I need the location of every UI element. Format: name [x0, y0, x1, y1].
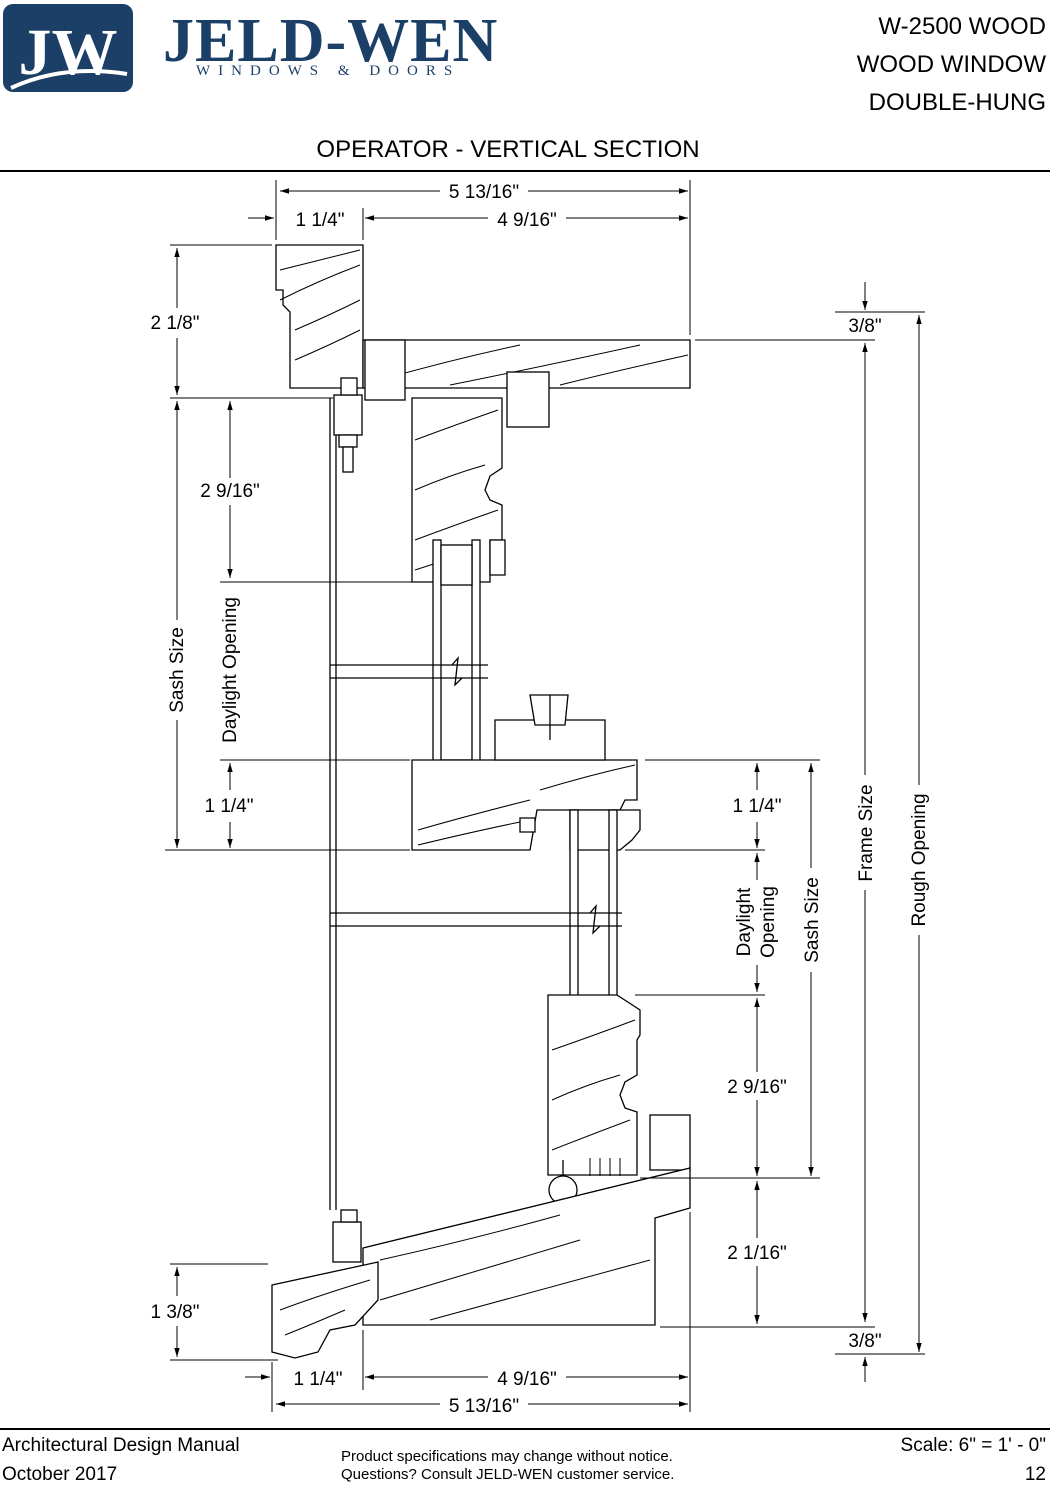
section-geometry — [271, 244, 691, 1359]
sash-lock-lever — [529, 694, 569, 726]
dim-meeting-right: 1 1/4" — [732, 796, 781, 817]
footer-notice-1: Product specifications may change withou… — [341, 1448, 673, 1465]
sill-stop — [649, 1114, 691, 1171]
footer-manual: Architectural Design Manual — [2, 1435, 240, 1456]
header-line-2: WOOD WINDOW — [856, 51, 1046, 78]
dim-head-height: 2 1/8" — [150, 313, 199, 334]
dim-upper-rail: 2 9/16" — [200, 481, 260, 502]
head-casing — [275, 244, 364, 389]
section-title: OPERATOR - VERTICAL SECTION — [316, 136, 700, 163]
footer-scale: Scale: 6" = 1' - 0" — [900, 1435, 1046, 1456]
footer-page-number: 12 — [1024, 1464, 1046, 1485]
dim-lower-rail: 2 9/16" — [727, 1077, 787, 1098]
bottom-balance — [332, 1221, 362, 1263]
sash-lock-keeper — [519, 817, 536, 833]
header-line-3: DOUBLE-HUNG — [868, 89, 1046, 116]
dim-bottom-right: 4 9/16" — [497, 1369, 557, 1390]
dim-top-overall: 5 13/16" — [449, 182, 519, 203]
header-line-1: W-2500 WOOD — [878, 13, 1046, 40]
interior-stool — [271, 1261, 379, 1359]
lower-sash-top-rail — [569, 809, 641, 851]
footer-notice-2: Questions? Consult JELD-WEN customer ser… — [341, 1466, 675, 1483]
dim-top-left: 1 1/4" — [295, 210, 344, 231]
dim-rough-opening: Rough Opening — [909, 793, 930, 926]
dim-head-shim: 3/8" — [848, 316, 881, 337]
dim-sill-right: 2 1/16" — [727, 1243, 787, 1264]
jw-logo-mark: JW — [3, 4, 133, 92]
logo-name: JELD-WEN — [163, 7, 499, 75]
head-stop — [506, 371, 550, 428]
dim-sash-size-left: Sash Size — [167, 627, 188, 713]
dimension-labels: 5 13/16" 1 1/4" 4 9/16" 2 1/8" 3/8" 2 9/… — [150, 182, 930, 1417]
dim-sill-shim: 3/8" — [848, 1331, 881, 1352]
dim-frame-size: Frame Size — [856, 784, 877, 881]
footer-date: October 2017 — [2, 1464, 118, 1485]
dim-sill-left: 1 3/8" — [150, 1302, 199, 1323]
header-divider — [0, 170, 1050, 172]
dim-top-right: 4 9/16" — [497, 210, 557, 231]
footer-divider — [0, 1428, 1050, 1430]
dim-daylight-right-1: Daylight — [734, 887, 755, 956]
dimension-lines — [165, 180, 925, 1412]
top-balance — [333, 394, 363, 436]
lower-sash-bottom-rail — [547, 994, 641, 1176]
logo-tagline: WINDOWS & DOORS — [196, 63, 461, 79]
dim-bottom-overall: 5 13/16" — [449, 1396, 519, 1417]
logo-mark-text: JW — [19, 16, 118, 89]
dim-daylight-left: Daylight Opening — [220, 597, 241, 743]
dim-daylight-right-2: Opening — [758, 886, 779, 958]
dim-sash-size-right: Sash Size — [802, 877, 823, 963]
dim-bottom-left: 1 1/4" — [293, 1369, 342, 1390]
sill — [362, 1167, 691, 1326]
dim-meeting-left: 1 1/4" — [204, 796, 253, 817]
